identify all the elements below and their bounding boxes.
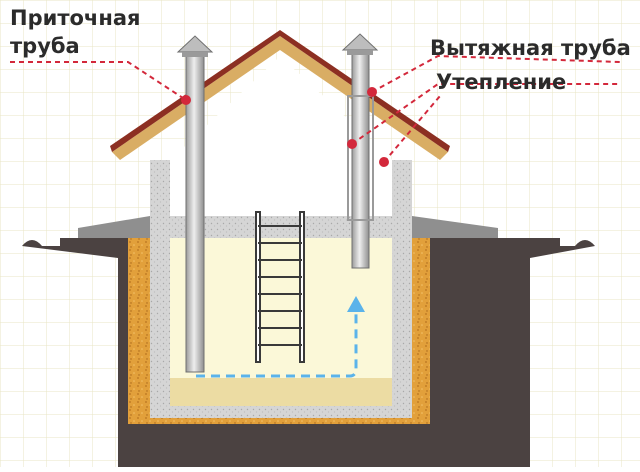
supply-pipe-marker — [181, 95, 191, 105]
ladder — [255, 211, 305, 363]
exhaust-pipe — [341, 33, 379, 269]
ground-slab-left — [78, 216, 150, 238]
leader-lines — [10, 54, 621, 163]
ground-slab-right — [412, 216, 498, 238]
exhaust-pipe-label: Вытяжная труба — [430, 36, 631, 60]
shed-interior — [170, 56, 392, 216]
airflow-arrowhead — [347, 296, 365, 312]
cellar-floor-layer — [170, 378, 392, 406]
supply-pipe-label-line2: труба — [10, 34, 80, 58]
floor-slab — [150, 406, 412, 418]
insulation-marker-1 — [347, 139, 357, 149]
left-wall — [150, 160, 170, 412]
airflow-arrow — [196, 310, 358, 378]
insulation-marker-2 — [379, 157, 389, 167]
supply-pipe — [176, 35, 214, 373]
supply-pipe-label-line1: Приточная — [10, 6, 141, 30]
exhaust-pipe-marker — [367, 87, 377, 97]
right-wall — [392, 160, 412, 412]
insulation-label: Утепление — [436, 70, 567, 94]
